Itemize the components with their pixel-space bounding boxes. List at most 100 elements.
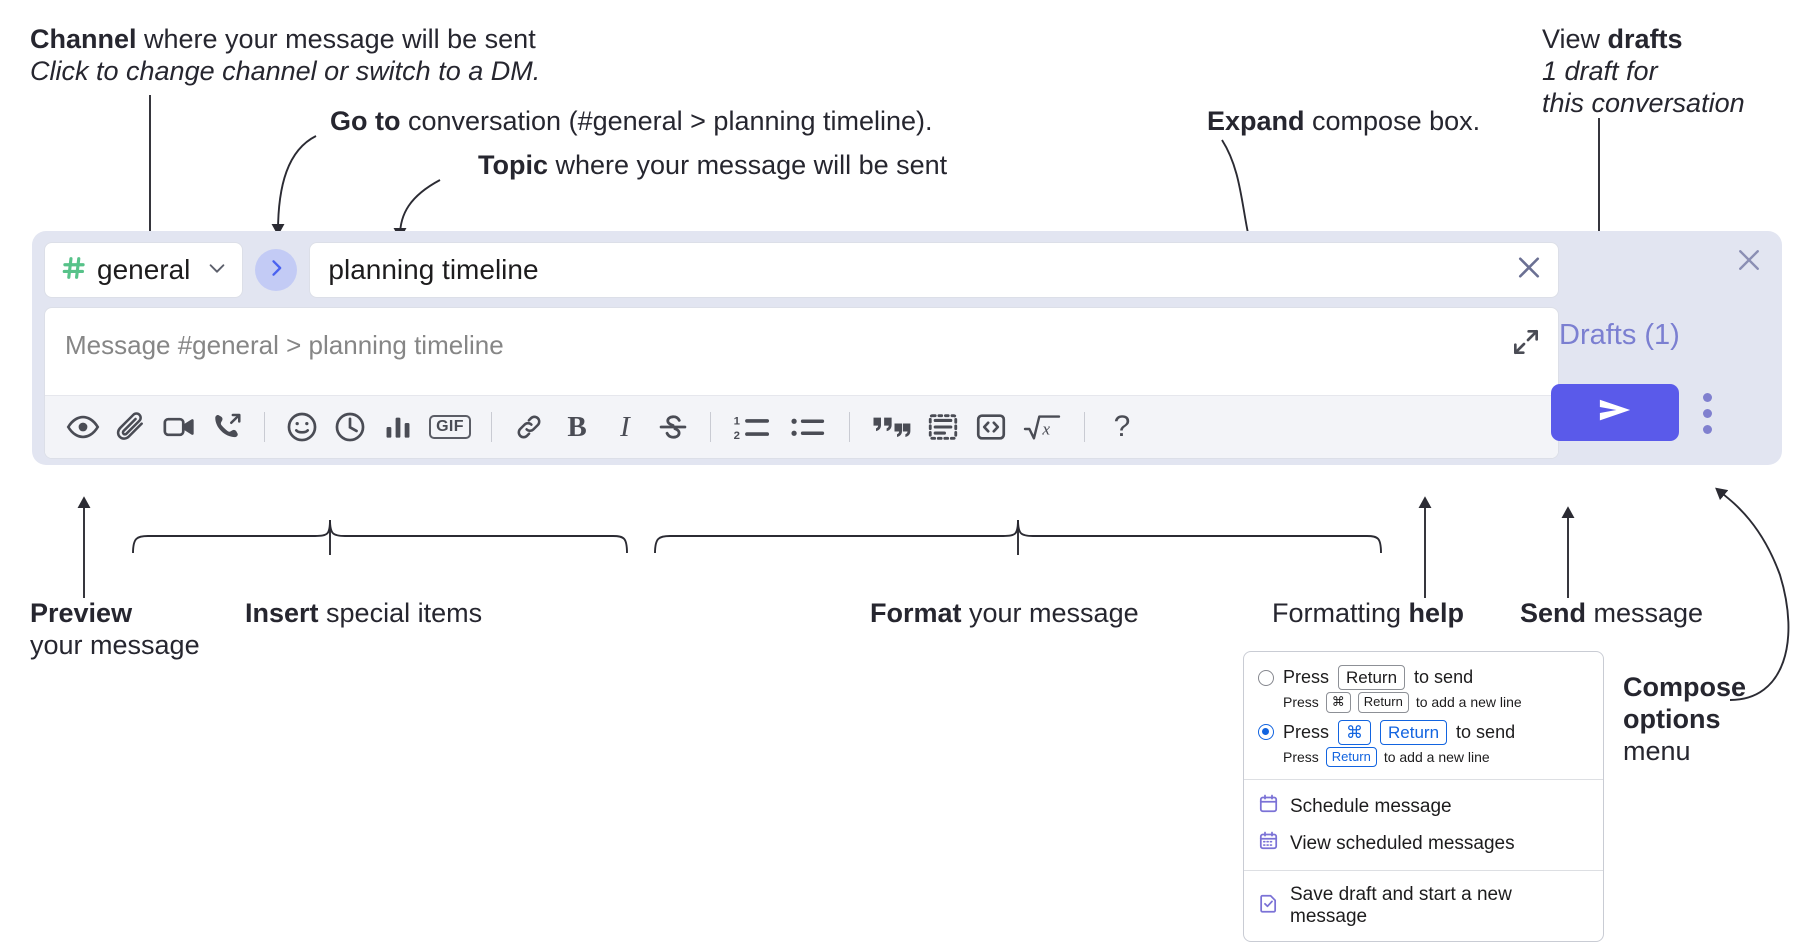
- annotation-goto-rest: conversation (#general > planning timeli…: [400, 106, 933, 136]
- annotation-compose-options-bold-1: Compose: [1623, 672, 1747, 702]
- topic-clear-icon[interactable]: [1514, 253, 1544, 288]
- link-button[interactable]: [505, 403, 553, 451]
- annotation-send-bold: Send: [1520, 598, 1587, 628]
- save-draft-icon: [1258, 893, 1279, 920]
- audio-clip-button[interactable]: [203, 403, 251, 451]
- sub-post: to add a new line: [1383, 748, 1490, 765]
- compose-box: general planning timeline: [32, 231, 1782, 465]
- italic-button[interactable]: I: [601, 403, 649, 451]
- annotation-topic: Topic where your message will be sent: [478, 150, 947, 182]
- annotation-send-rest: message: [1586, 598, 1704, 628]
- annotation-send: Send message: [1520, 598, 1703, 630]
- attachment-button[interactable]: [107, 403, 155, 451]
- annotation-topic-rest: where your message will be sent: [548, 150, 948, 180]
- channel-name: general: [97, 254, 191, 285]
- calendar-grid-icon: [1258, 830, 1279, 857]
- annotation-drafts-italic-1: 1 draft for: [1542, 55, 1658, 86]
- calendar-icon: [1258, 793, 1279, 820]
- annotation-preview: Preview your message: [30, 598, 200, 662]
- math-button[interactable]: x: [1015, 403, 1071, 451]
- menu-item-save-draft[interactable]: Save draft and start a new message: [1244, 879, 1603, 933]
- go-to-conversation-button[interactable]: [255, 249, 298, 291]
- drafts-link[interactable]: Drafts (1): [1559, 319, 1680, 351]
- emoji-button[interactable]: [278, 403, 326, 451]
- sub-pre: Press: [1283, 748, 1319, 765]
- annotation-insert: Insert special items: [245, 598, 482, 630]
- option-post: to send: [1456, 721, 1516, 742]
- chevron-down-icon: [206, 257, 228, 284]
- annotation-expand-bold: Expand: [1207, 106, 1305, 136]
- annotation-channel-rest: where your message will be sent: [136, 24, 536, 54]
- annotation-formatting-help: Formatting help: [1272, 598, 1464, 630]
- preview-button[interactable]: [59, 403, 107, 451]
- bold-label: B: [567, 410, 587, 443]
- annotation-expand-rest: compose box.: [1304, 106, 1481, 136]
- compose-header-row: general planning timeline: [44, 241, 1559, 299]
- key-return: Return: [1380, 719, 1448, 745]
- option-pre: Press: [1283, 721, 1330, 742]
- kebab-dot: [1702, 392, 1712, 402]
- close-compose-icon[interactable]: [1734, 245, 1764, 280]
- option-pre: Press: [1283, 667, 1330, 688]
- blockquote-button[interactable]: [863, 403, 919, 451]
- toolbar-separator: [491, 412, 492, 442]
- radio-unselected-icon[interactable]: [1258, 669, 1274, 686]
- expand-compose-icon[interactable]: [1510, 326, 1542, 363]
- compose-main: general planning timeline: [44, 241, 1559, 459]
- hash-icon: [61, 255, 87, 286]
- annotation-formatting-help-pre: Formatting: [1272, 598, 1409, 628]
- compose-side-panel: Drafts (1): [1547, 231, 1782, 465]
- annotation-compose-options-rest: menu: [1623, 735, 1691, 766]
- topic-input[interactable]: planning timeline: [309, 242, 1559, 298]
- code-block-button[interactable]: [919, 403, 967, 451]
- svg-text:2: 2: [734, 430, 740, 442]
- menu-item-label: View scheduled messages: [1290, 832, 1515, 854]
- menu-divider: [1244, 779, 1603, 780]
- formatting-help-button[interactable]: ?: [1098, 403, 1146, 451]
- key-return: Return: [1338, 665, 1406, 691]
- toolbar-separator: [710, 412, 711, 442]
- compose-options-menu: Press Return to send Press ⌘ Return to a…: [1243, 651, 1604, 942]
- key-return: Return: [1325, 746, 1377, 767]
- send-icon: [1593, 393, 1637, 432]
- menu-divider: [1244, 870, 1603, 871]
- bold-button[interactable]: B: [553, 403, 601, 451]
- annotation-channel: Channel where your message will be sent …: [30, 24, 540, 88]
- menu-item-schedule-message[interactable]: Schedule message: [1244, 788, 1603, 825]
- send-button[interactable]: [1551, 384, 1679, 441]
- inline-code-button[interactable]: [967, 403, 1015, 451]
- menu-item-label: Schedule message: [1290, 795, 1452, 817]
- toolbar-separator: [264, 412, 265, 442]
- annotation-drafts-pre: View: [1542, 24, 1608, 54]
- gif-label: GIF: [429, 415, 471, 439]
- radio-selected-icon[interactable]: [1258, 724, 1274, 741]
- message-input[interactable]: Message #general > planning timeline: [45, 308, 1558, 396]
- reminder-clock-button[interactable]: [326, 403, 374, 451]
- compose-options-button[interactable]: [1695, 389, 1719, 437]
- toolbar-separator: [849, 412, 850, 442]
- annotation-insert-bold: Insert: [245, 598, 319, 628]
- gif-button[interactable]: GIF: [422, 403, 478, 451]
- bulleted-list-button[interactable]: [780, 403, 836, 451]
- annotation-formatting-help-bold: help: [1408, 598, 1465, 628]
- key-command: ⌘: [1325, 692, 1351, 713]
- annotation-channel-italic: Click to change channel or switch to a D…: [30, 55, 541, 86]
- menu-item-view-scheduled-messages[interactable]: View scheduled messages: [1244, 825, 1603, 862]
- annotation-goto: Go to conversation (#general > planning …: [330, 106, 933, 138]
- ordered-list-button[interactable]: 1 2: [724, 403, 780, 451]
- menu-option-return-to-send[interactable]: Press Return to send: [1244, 662, 1603, 691]
- menu-option-cmd-return-to-send[interactable]: Press ⌘ Return to send: [1244, 717, 1603, 746]
- channel-selector[interactable]: general: [44, 242, 244, 298]
- poll-button[interactable]: [374, 403, 422, 451]
- message-input-placeholder: Message #general > planning timeline: [65, 330, 504, 360]
- menu-item-label: Save draft and start a new message: [1290, 884, 1512, 927]
- annotation-preview-rest: your message: [30, 629, 200, 660]
- annotation-compose-options: Compose options menu: [1623, 672, 1746, 768]
- annotation-insert-rest: special items: [318, 598, 483, 628]
- video-clip-button[interactable]: [155, 403, 203, 451]
- topic-input-value: planning timeline: [328, 254, 539, 285]
- sub-post: to add a new line: [1415, 694, 1522, 711]
- strikethrough-button[interactable]: [649, 403, 697, 451]
- annotation-goto-bold: Go to: [330, 106, 401, 136]
